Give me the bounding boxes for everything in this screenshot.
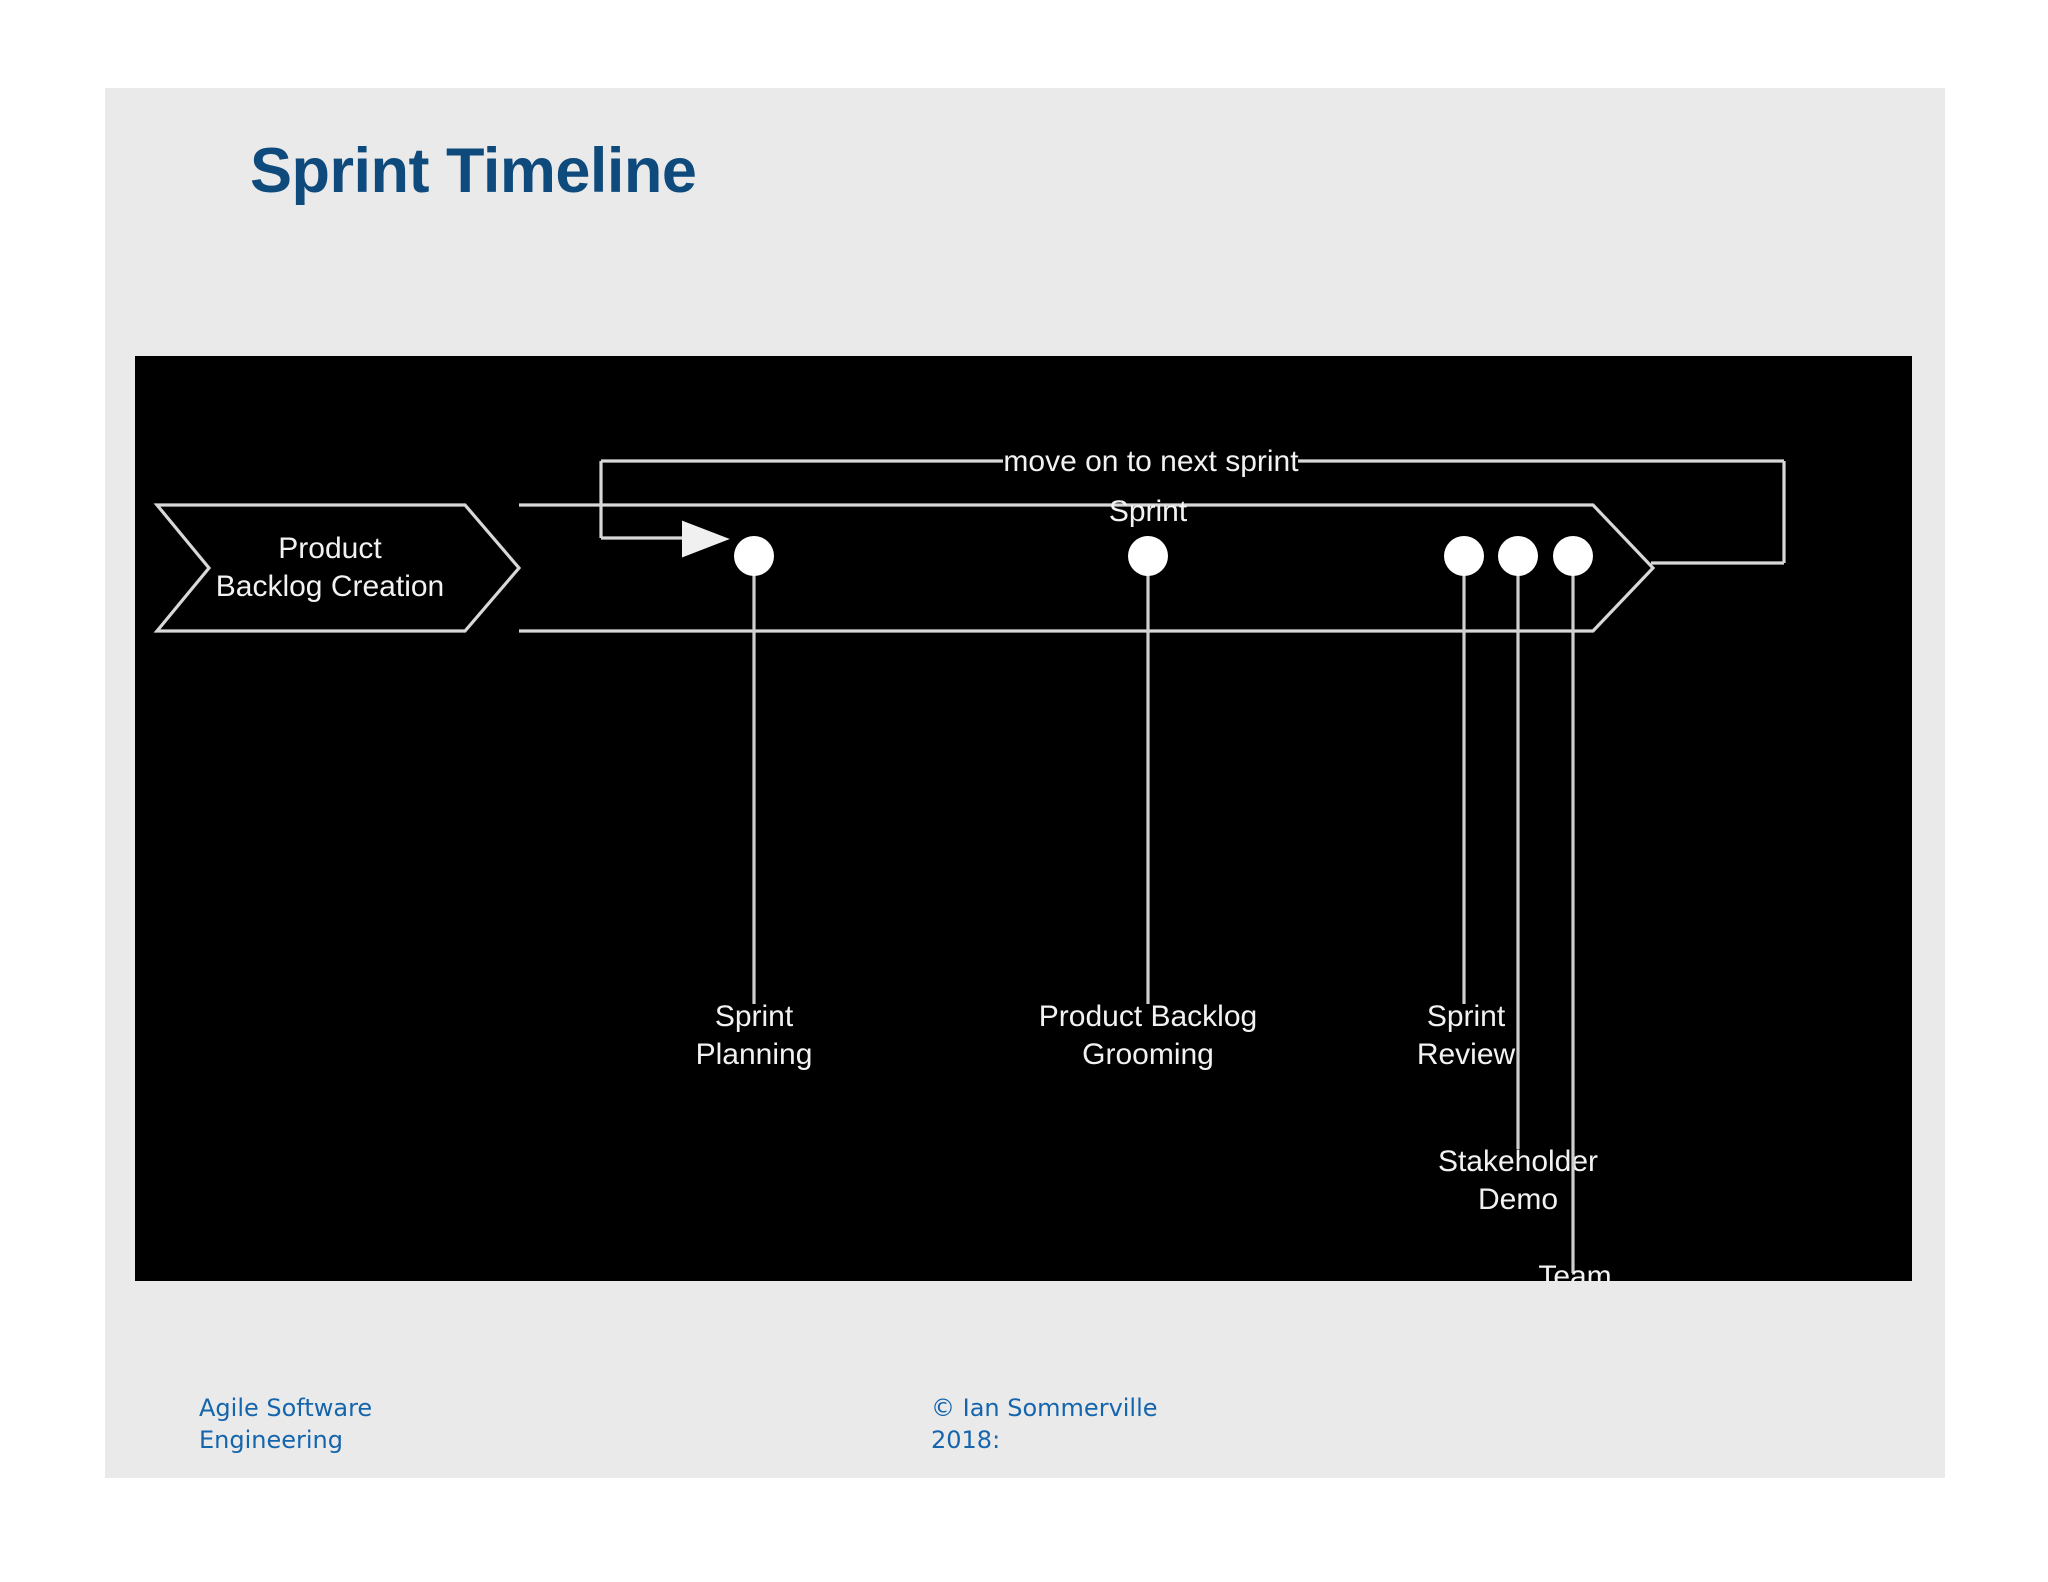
milestone-dot <box>1553 536 1593 576</box>
footer-left-line1: Agile Software <box>199 1394 373 1422</box>
slide-canvas: Sprint Timeline move on to next sprint <box>105 88 1945 1478</box>
milestone-label-line1: Team <box>1538 1260 1611 1281</box>
milestone-label-line2: Demo <box>1478 1183 1558 1216</box>
milestone-label-line1: Product Backlog <box>1039 1000 1257 1033</box>
footer-right-line1: © Ian Sommerville <box>931 1394 1158 1422</box>
footer-right-line2: 2018: <box>931 1425 1001 1454</box>
sprint-timeline-svg: move on to next sprint Product Backlog C… <box>153 445 1786 1281</box>
milestone-stakeholder-demo: Stakeholder Demo <box>1438 536 1598 1216</box>
milestone-label-line1: Sprint <box>715 1000 794 1033</box>
milestone-label-line1: Sprint <box>1427 1000 1506 1033</box>
product-backlog-creation-chevron: Product Backlog Creation <box>153 503 522 633</box>
page-title: Sprint Timeline <box>250 136 697 206</box>
milestone-sprint-review: Sprint Review <box>1417 536 1516 1071</box>
milestone-dot <box>1444 536 1484 576</box>
phase-label-line1: Product <box>278 532 382 565</box>
loop-label: move on to next sprint <box>1003 445 1299 478</box>
slide-footer: Agile Software Engineering © Ian Sommerv… <box>105 1393 1945 1483</box>
sprint-band: Sprint <box>519 495 1656 633</box>
phase-label-line2: Backlog Creation <box>216 570 444 603</box>
sprint-band-label: Sprint <box>1109 495 1188 528</box>
footer-copyright: © Ian Sommerville 2018: <box>931 1393 1158 1456</box>
entry-arrow-head <box>682 520 730 558</box>
chevron-outline <box>153 503 522 633</box>
milestone-product-backlog-grooming: Product Backlog Grooming <box>1039 536 1257 1071</box>
feedback-loop-group: move on to next sprint <box>599 445 1786 565</box>
milestone-label-line2: Planning <box>696 1038 813 1071</box>
milestone-label-line2: Grooming <box>1082 1038 1214 1071</box>
milestone-label-line1: Stakeholder <box>1438 1145 1598 1178</box>
sprint-entry-arrow <box>601 520 730 558</box>
milestone-label-line2: Review <box>1417 1038 1516 1071</box>
milestone-dot <box>734 536 774 576</box>
milestone-dot <box>1128 536 1168 576</box>
footer-left-line2: Engineering <box>199 1425 343 1454</box>
sprint-band-outline <box>519 503 1656 633</box>
milestone-sprint-planning: Sprint Planning <box>696 536 813 1071</box>
sprint-timeline-figure: move on to next sprint Product Backlog C… <box>135 356 1912 1281</box>
milestone-team-retrospective: Team Retrospective <box>1538 536 1612 1281</box>
footer-left-text: Agile Software Engineering <box>199 1393 372 1456</box>
milestone-dot <box>1498 536 1538 576</box>
